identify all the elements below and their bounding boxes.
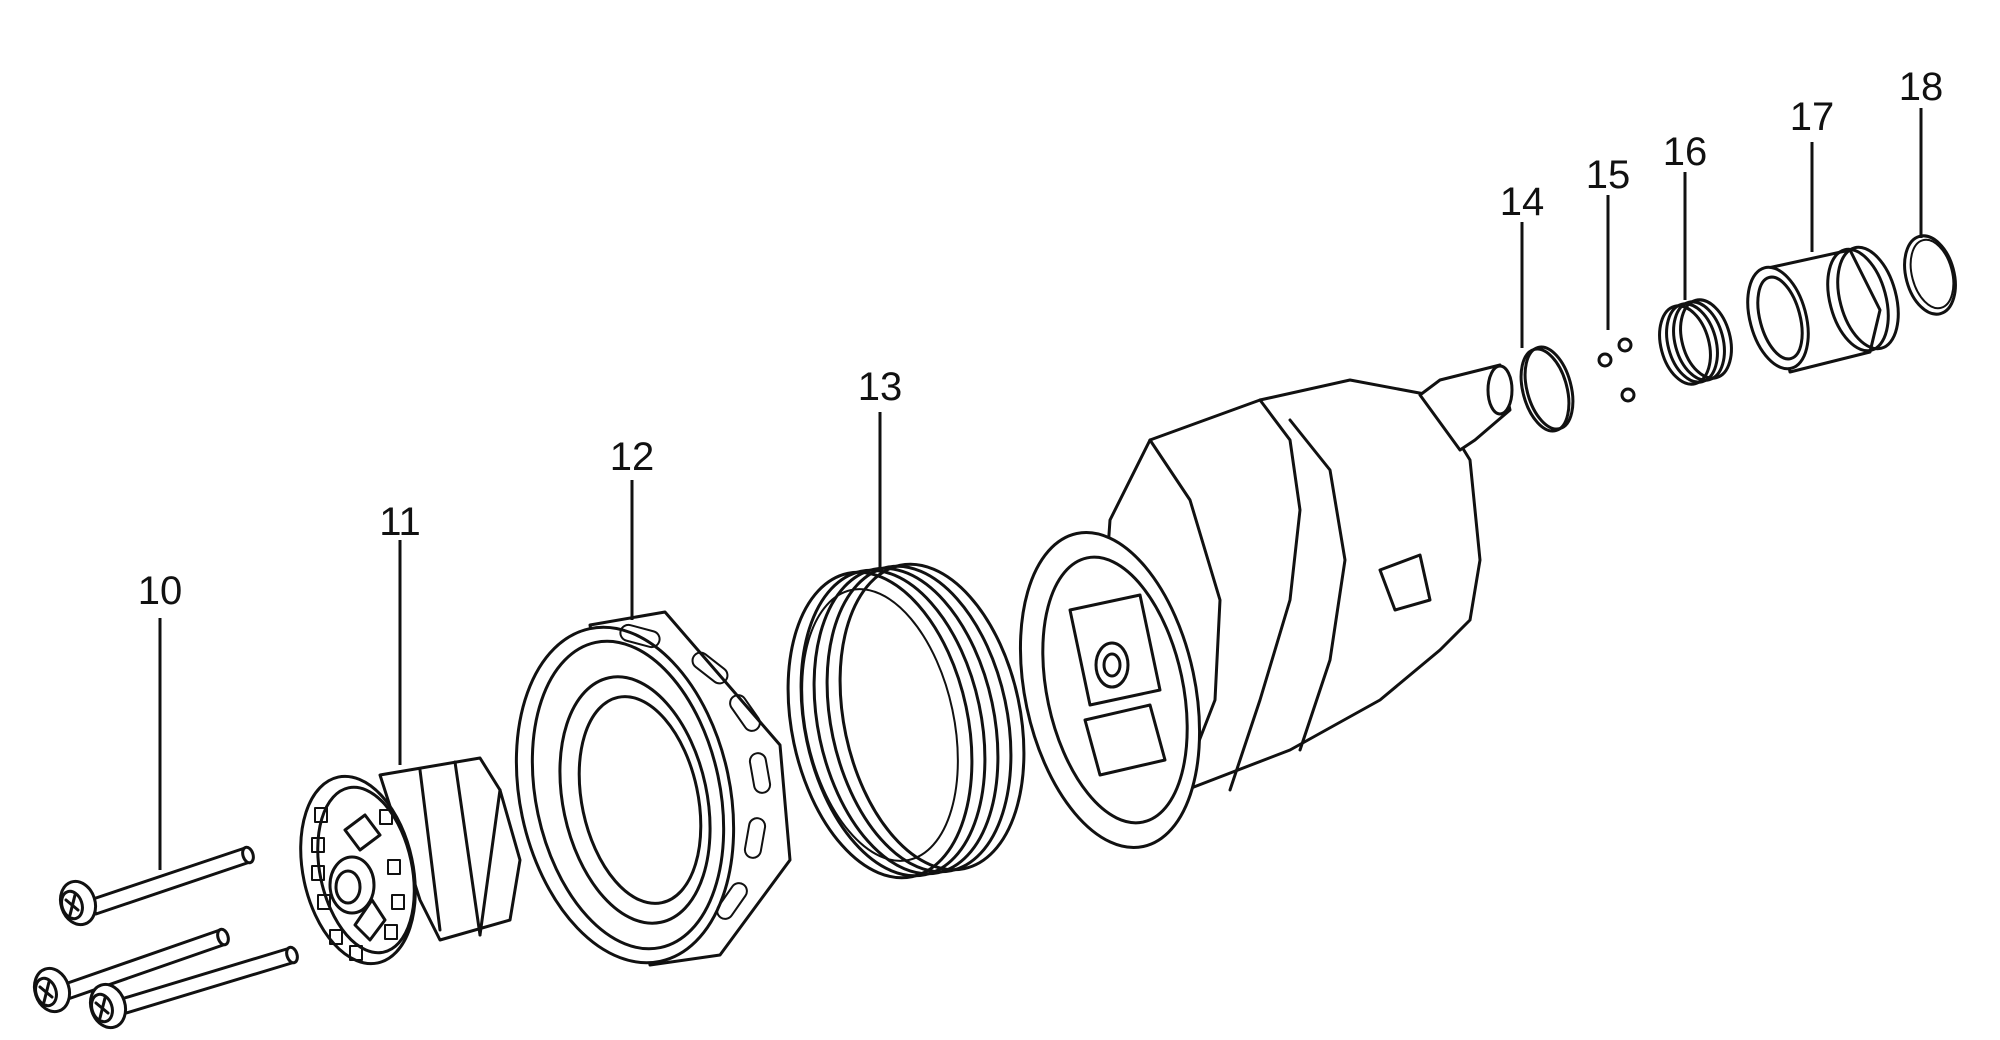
- callout-14: 14: [1500, 180, 1545, 224]
- callout-16: 16: [1663, 130, 1708, 174]
- callout-11: 11: [379, 500, 421, 544]
- callout-18: 18: [1899, 65, 1944, 109]
- callout-13: 13: [858, 365, 903, 409]
- callout-15: 15: [1586, 153, 1631, 197]
- part-13-spring: [786, 562, 1026, 880]
- part-17-sleeve: [1746, 245, 1900, 374]
- part-15-balls: [1597, 337, 1636, 403]
- screw-bottom: [88, 945, 299, 1030]
- screw-middle: [32, 927, 230, 1014]
- main-housing: [1018, 363, 1514, 849]
- part-16-small-spring: [1658, 298, 1733, 386]
- callout-leaders: [158, 108, 1923, 870]
- callout-labels: 10 11 12 13 14 15 16 17 18: [138, 65, 1944, 613]
- part-12-ribbed-collar: [514, 610, 792, 967]
- screw-top: [58, 845, 255, 927]
- callout-12: 12: [610, 435, 655, 479]
- part-10-screws: [32, 845, 299, 1030]
- part-11-selector-hub: [299, 756, 522, 966]
- callout-10: 10: [138, 569, 183, 613]
- part-18-ring: [1903, 234, 1957, 316]
- callout-17: 17: [1790, 95, 1835, 139]
- part-14-snap-ring: [1519, 345, 1575, 433]
